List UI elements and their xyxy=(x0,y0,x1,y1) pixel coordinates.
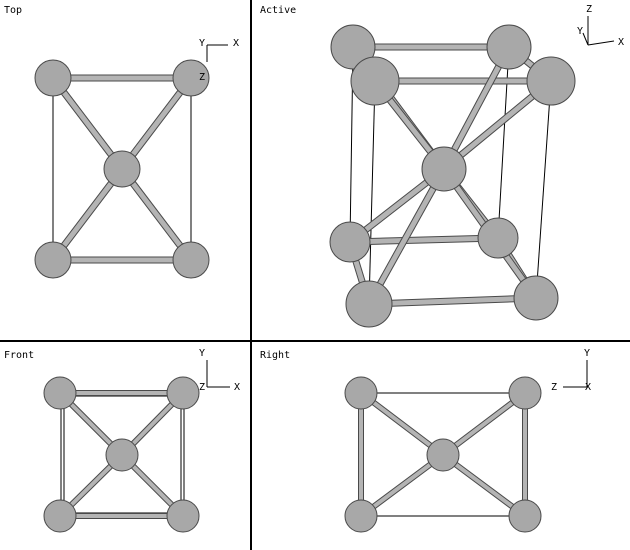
atom[interactable] xyxy=(344,499,378,533)
viewport-front[interactable]: Y Z X Front xyxy=(0,342,250,550)
atom[interactable] xyxy=(330,24,376,70)
bond xyxy=(441,391,527,457)
axis-label-y: Y xyxy=(577,26,583,37)
axis-label-y: Y xyxy=(199,38,205,49)
axis-label-x: X xyxy=(234,382,240,393)
atom[interactable] xyxy=(344,376,378,410)
axis-label-x: X xyxy=(585,382,591,393)
viewport-label-front: Front xyxy=(4,350,35,361)
atom[interactable] xyxy=(526,56,576,106)
atom[interactable] xyxy=(421,146,467,192)
axis-label-z: Z xyxy=(586,4,592,15)
axis-label-x: X xyxy=(233,38,239,49)
bond xyxy=(51,76,124,171)
axis-label-z: Z xyxy=(199,72,205,83)
axis-label-y: Y xyxy=(199,348,205,359)
atom[interactable] xyxy=(329,221,371,263)
atom[interactable] xyxy=(486,24,532,70)
atom[interactable] xyxy=(513,275,559,321)
bond xyxy=(368,295,537,307)
atom[interactable] xyxy=(166,376,200,410)
bond xyxy=(120,167,193,262)
bond xyxy=(359,453,445,518)
atom[interactable] xyxy=(508,376,542,410)
atom[interactable] xyxy=(508,499,542,533)
viewport-label-right: Right xyxy=(260,350,291,361)
bond xyxy=(349,235,499,245)
axis-gizmo: Y X Z xyxy=(199,38,239,83)
bond xyxy=(441,453,527,518)
front-view-canvas[interactable]: Y Z X xyxy=(0,342,250,550)
atom[interactable] xyxy=(43,376,77,410)
viewport-label-top: Top xyxy=(4,5,23,16)
bond xyxy=(441,45,512,171)
viewport-top[interactable]: Y X Z Top xyxy=(0,0,250,340)
atom[interactable] xyxy=(350,56,400,106)
atom[interactable] xyxy=(426,438,460,472)
vertical-divider[interactable] xyxy=(250,0,252,550)
axis-label-z: Z xyxy=(551,382,557,393)
atom[interactable] xyxy=(103,150,141,188)
top-view-canvas[interactable]: Y X Z xyxy=(0,0,250,340)
bond xyxy=(120,76,193,171)
atom[interactable] xyxy=(34,59,72,97)
viewport-active[interactable]: Z Y X Active xyxy=(252,0,630,340)
bond xyxy=(51,167,124,262)
viewport-right[interactable]: Y Z X Right xyxy=(252,342,630,550)
bond xyxy=(359,391,445,457)
cell-edge xyxy=(497,46,510,239)
axis-gizmo: Y Z X xyxy=(551,348,591,393)
axis-gizmo: Z Y X xyxy=(577,4,624,48)
axis-label-z: Z xyxy=(199,382,205,393)
axis-label-y: Y xyxy=(584,348,590,359)
atom[interactable] xyxy=(43,499,77,533)
horizontal-divider[interactable] xyxy=(0,340,630,342)
atom[interactable] xyxy=(166,499,200,533)
bond xyxy=(366,167,447,306)
atom[interactable] xyxy=(172,241,210,279)
cell-edge xyxy=(535,80,552,299)
atom[interactable] xyxy=(345,280,393,328)
active-view-canvas[interactable]: Z Y X xyxy=(252,0,630,340)
cell-edge xyxy=(368,80,376,305)
atom[interactable] xyxy=(477,217,519,259)
axis-label-x: X xyxy=(618,37,624,48)
right-view-canvas[interactable]: Y Z X xyxy=(252,342,630,550)
axis-gizmo: Y Z X xyxy=(199,348,240,393)
viewport-label-active: Active xyxy=(260,5,297,16)
atom[interactable] xyxy=(34,241,72,279)
atom[interactable] xyxy=(105,438,139,472)
atom[interactable] xyxy=(172,59,210,97)
